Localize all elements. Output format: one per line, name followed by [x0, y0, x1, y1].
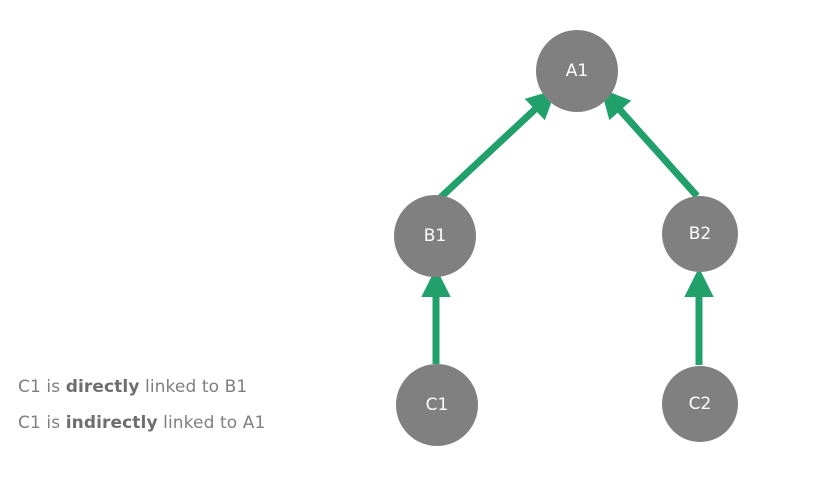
node-c1[interactable]: C1	[396, 364, 478, 446]
caption-line-indirect-suffix: linked to A1	[157, 413, 266, 433]
caption-line-indirect-prefix: C1 is	[18, 413, 66, 433]
caption-line-indirect-emphasis: indirectly	[65, 413, 158, 433]
node-b2[interactable]: B2	[662, 196, 738, 272]
node-c2[interactable]: C2	[662, 366, 738, 442]
node-b1[interactable]: B1	[394, 195, 476, 277]
node-a1-label: A1	[566, 61, 588, 81]
caption-line-direct-suffix: linked to B1	[139, 377, 248, 397]
node-c2-label: C2	[689, 394, 712, 414]
edge-b2-a1	[600, 88, 700, 199]
node-c1-label: C1	[426, 395, 449, 415]
caption-line-direct: C1 is directly linked to B1	[18, 377, 247, 397]
node-a1[interactable]: A1	[536, 30, 618, 112]
caption-line-indirect: C1 is indirectly linked to A1	[18, 413, 265, 433]
edge-b1-a1	[437, 89, 557, 201]
caption-line-direct-emphasis: directly	[65, 377, 140, 397]
node-b2-label: B2	[689, 224, 711, 244]
caption-line-direct-prefix: C1 is	[18, 377, 66, 397]
node-b1-label: B1	[424, 226, 446, 246]
